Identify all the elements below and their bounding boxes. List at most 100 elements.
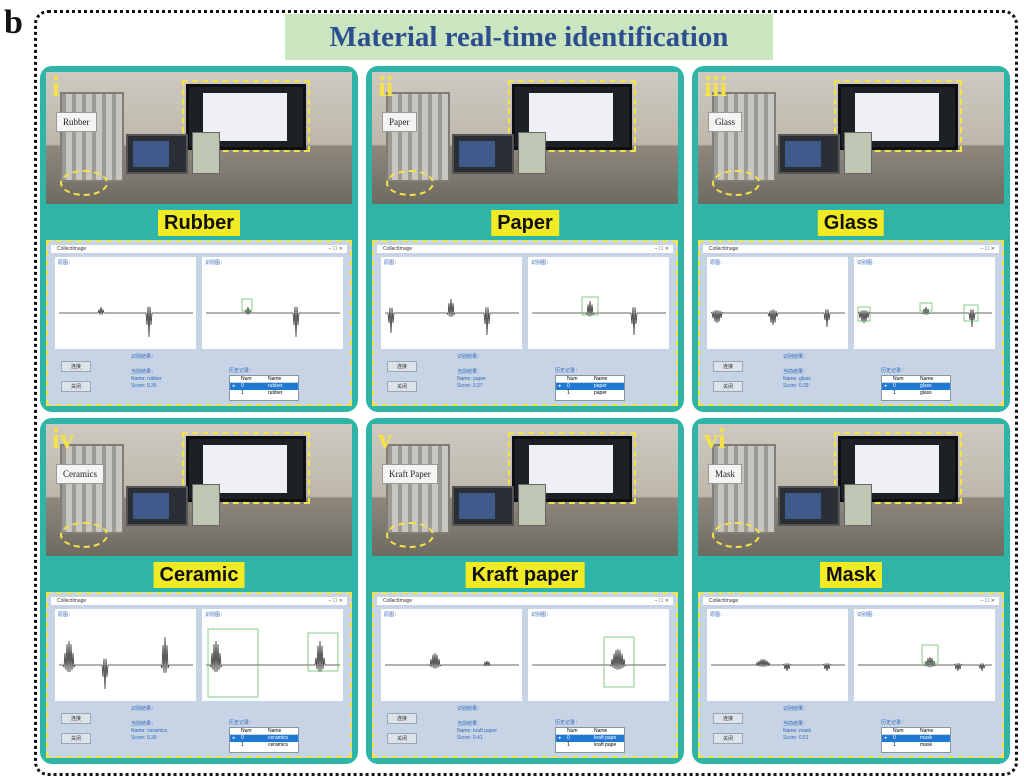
signal-trace (858, 656, 992, 672)
panel-numeral: iv (52, 424, 74, 455)
signal-generator (518, 484, 546, 526)
material-panel-ii: Paper ii Paper CollectImage 原图： 识别图： 识别结… (366, 66, 684, 412)
detection-box (919, 302, 933, 312)
signal-trace (206, 640, 340, 673)
signal-generator (518, 132, 546, 174)
result-score: Score: 0.41 (457, 735, 483, 741)
detection-signal-svg (532, 636, 666, 688)
history-row[interactable]: 1 rubber (241, 390, 283, 396)
history-header-row: Num Name (882, 728, 950, 735)
start-button[interactable]: 连接 (713, 713, 743, 724)
software-screenshot: CollectImage 原图： 识别图： 识别结果： 连接 关闭 当前结果： … (698, 592, 1004, 758)
material-panel-i: Rubber i Rubber CollectImage 原图： 识别图： 识别… (40, 66, 358, 412)
raw-signal-svg (59, 636, 193, 690)
screen-highlight-box (182, 432, 310, 504)
detection-box (581, 296, 599, 316)
result-label: 当前结果： (131, 721, 157, 727)
outer-dotted-frame (34, 10, 1018, 776)
detection-signal-svg (206, 628, 340, 698)
sample-highlight-ellipse (712, 522, 760, 548)
raw-plot-header: 原图： (58, 612, 74, 618)
raw-plot-header: 原图： (710, 612, 726, 618)
history-col-name: Name (268, 376, 282, 382)
raw-signal-svg (385, 298, 519, 336)
signal-trace (711, 658, 845, 672)
history-row[interactable]: ▸ 0 rubber (230, 383, 298, 390)
history-col-name: Name (594, 376, 608, 382)
sample-tag: Rubber (56, 112, 97, 132)
result-name: Name: mask (783, 728, 812, 734)
setup-photo: Mask vi (698, 424, 1004, 556)
detection-signal-svg (858, 644, 992, 672)
material-panel-vi: Mask vi Mask CollectImage 原图： 识别图： 识别结果： (692, 418, 1010, 764)
history-col-name: Name (920, 728, 934, 734)
history-row[interactable]: ▸ 0 kraft pape (556, 735, 624, 742)
signal-trace (385, 652, 519, 669)
software-screenshot: CollectImage 原图： 识别图： 识别结果： 连接 关闭 当前结果： … (46, 592, 352, 758)
history-col-num: Num (893, 728, 904, 734)
stop-button[interactable]: 关闭 (387, 733, 417, 744)
current-result: 当前结果： Name: mask Score: 0.51 (783, 721, 811, 742)
history-row[interactable]: ▸ 0 glass (882, 383, 950, 390)
current-result: 当前结果： Name: rubber Score: 0.35 (131, 369, 162, 390)
history-caption: 历史记录： (881, 368, 907, 374)
sample-highlight-ellipse (386, 522, 434, 548)
signal-generator (192, 132, 220, 174)
start-button[interactable]: 连接 (61, 361, 91, 372)
detection-signal-svg (532, 296, 666, 336)
start-button[interactable]: 连接 (61, 713, 91, 724)
stop-button[interactable]: 关闭 (61, 381, 91, 392)
signal-generator (192, 484, 220, 526)
history-col-num: Num (893, 376, 904, 382)
raw-signal-plot: 原图： (707, 609, 848, 701)
oscilloscope (126, 486, 188, 526)
signal-trace (59, 636, 193, 690)
current-result: 当前结果： Name: paper Score: 0.37 (457, 369, 486, 390)
monitor (512, 84, 632, 150)
current-result: 当前结果： Name: kraft paper Score: 0.41 (457, 721, 497, 742)
screen-highlight-box (834, 432, 962, 504)
history-header-row: Num Name (556, 376, 624, 383)
oscilloscope (778, 486, 840, 526)
sample-highlight-ellipse (60, 170, 108, 196)
setup-photo: Ceramics iv (46, 424, 352, 556)
test-rig (386, 444, 450, 534)
result-name: Name: paper (457, 376, 486, 382)
raw-signal-svg (385, 652, 519, 669)
history-row[interactable]: ▸ 0 mask (882, 735, 950, 742)
result-score: Score: 0.39 (783, 383, 809, 389)
start-button[interactable]: 连接 (387, 713, 417, 724)
history-row[interactable]: 1 kraft pape (567, 742, 617, 748)
stop-button[interactable]: 关闭 (387, 381, 417, 392)
detection-plot-header: 识别图： (205, 612, 226, 618)
history-row[interactable]: 1 glass (893, 390, 932, 396)
history-col-num: Num (241, 728, 252, 734)
history-col-name: Name (594, 728, 608, 734)
history-row[interactable]: ▸ 0 ceramics (230, 735, 298, 742)
history-row[interactable]: 1 ceramics (241, 742, 289, 748)
detection-plot-header: 识别图： (531, 612, 552, 618)
history-row[interactable]: 1 paper (567, 390, 607, 396)
test-rig (712, 92, 776, 182)
main-title: Material real-time identification (285, 14, 773, 60)
sample-tag: Kraft Paper (382, 464, 438, 484)
history-caption: 历史记录： (229, 720, 255, 726)
signal-trace (206, 306, 340, 338)
history-row[interactable]: 1 mask (893, 742, 932, 748)
panel-numeral: i (52, 72, 60, 103)
stop-button[interactable]: 关闭 (713, 733, 743, 744)
signal-trace (710, 309, 845, 328)
start-button[interactable]: 连接 (387, 361, 417, 372)
raw-signal-plot: 原图： (381, 257, 522, 349)
sample-tag: Glass (708, 112, 742, 132)
stop-button[interactable]: 关闭 (713, 381, 743, 392)
result-caption: 识别结果： (457, 706, 483, 712)
material-label: Kraft paper (465, 562, 585, 588)
screen-highlight-box (508, 80, 636, 152)
raw-signal-svg (59, 306, 193, 338)
window-title: CollectImage (377, 597, 673, 605)
stop-button[interactable]: 关闭 (61, 733, 91, 744)
start-button[interactable]: 连接 (713, 361, 743, 372)
result-score: Score: 0.37 (457, 383, 483, 389)
history-row[interactable]: ▸ 0 paper (556, 383, 624, 390)
